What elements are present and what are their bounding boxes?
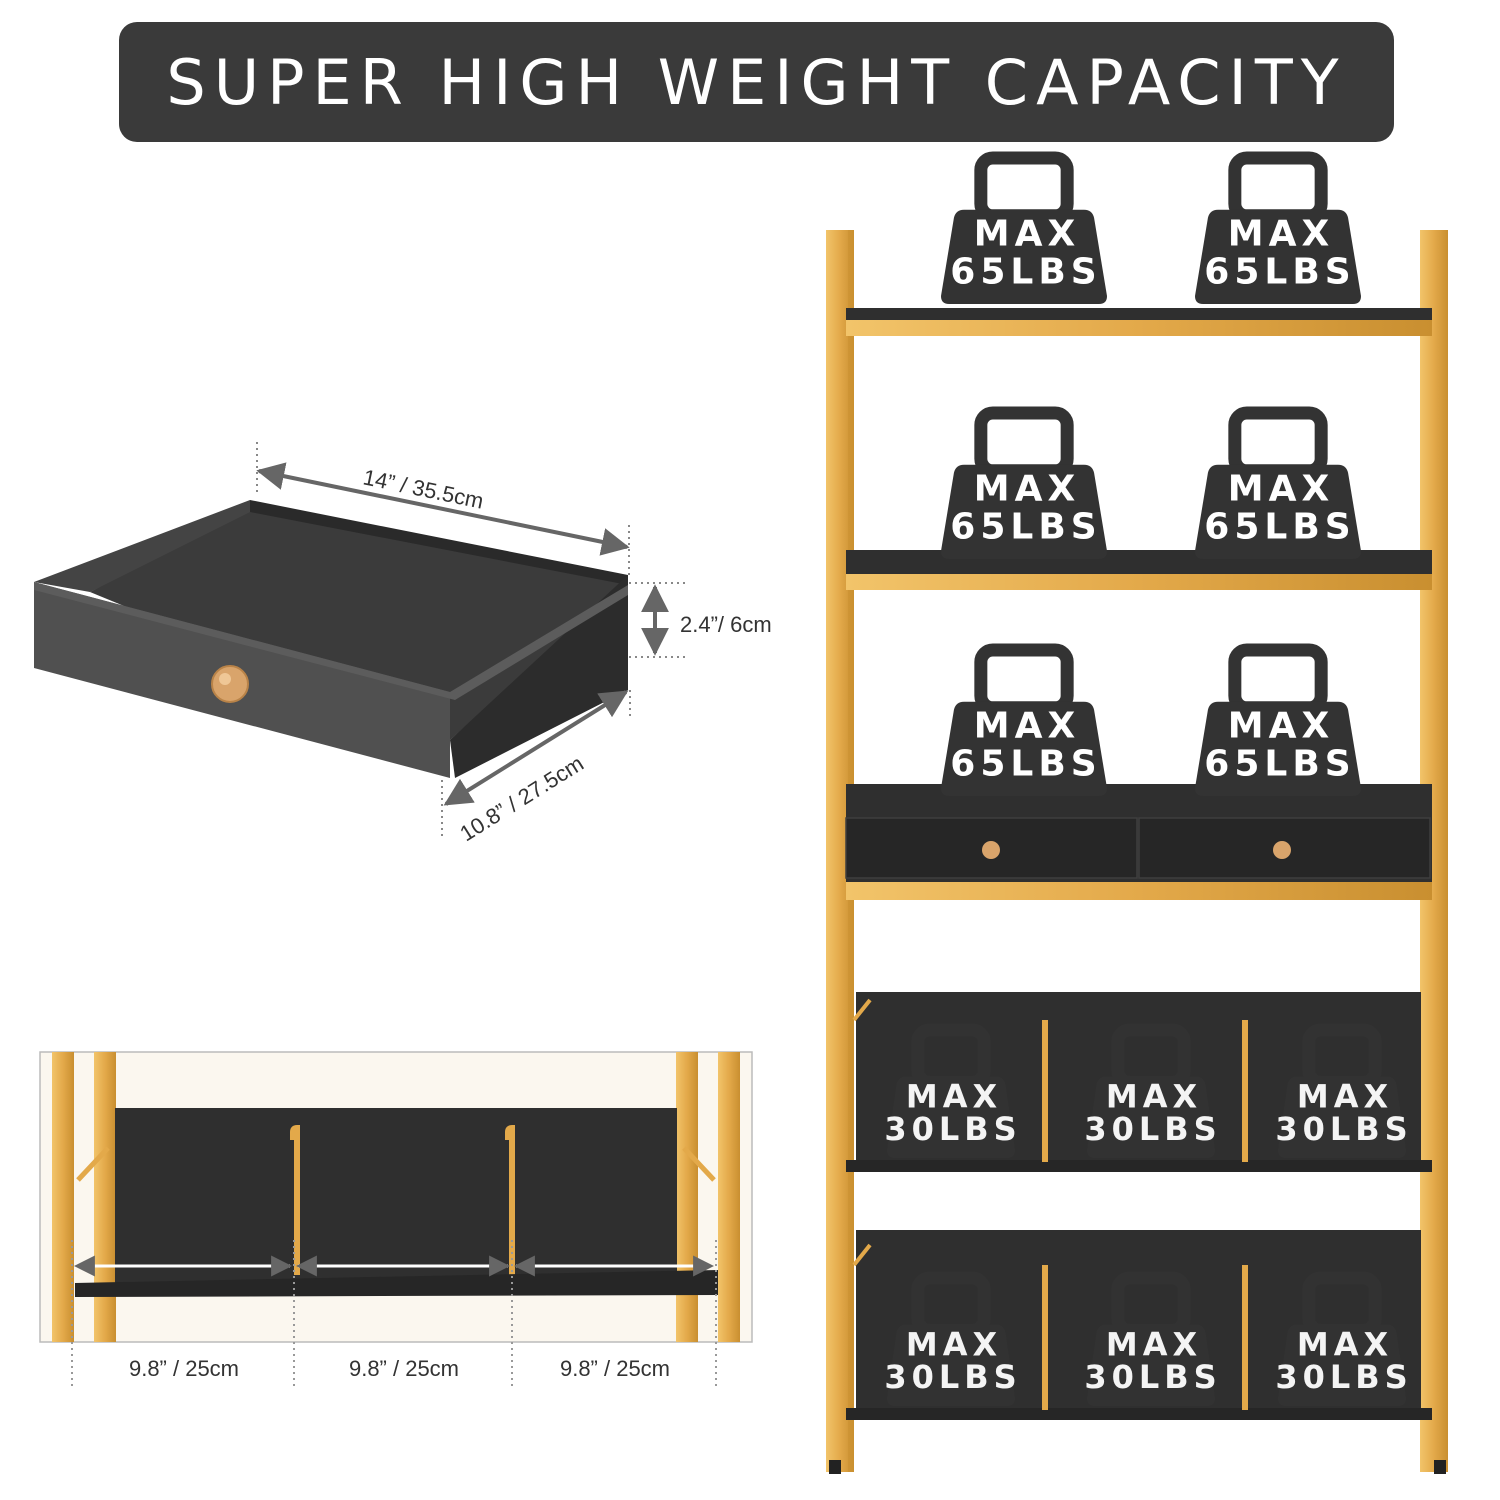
weight-icons: MAX65LBSMAX65LBSMAX65LBSMAX65LBSMAX65LBS… bbox=[884, 151, 1412, 1406]
weight-line1: MAX bbox=[1228, 706, 1334, 747]
drawer-knob-left bbox=[982, 841, 1000, 859]
drawer-knob-right bbox=[1273, 841, 1291, 859]
weight-line1: MAX bbox=[906, 1077, 1002, 1115]
banner-title: SUPER HIGH WEIGHT CAPACITY bbox=[166, 45, 1347, 119]
spacing-label-1: 9.8” / 25cm bbox=[129, 1356, 239, 1381]
weight-line2: 30LBS bbox=[1084, 1110, 1221, 1148]
title-banner: SUPER HIGH WEIGHT CAPACITY bbox=[119, 22, 1394, 142]
weight-line1: MAX bbox=[974, 214, 1080, 255]
weight-line2: 30LBS bbox=[884, 1358, 1021, 1396]
weight-line1: MAX bbox=[1228, 214, 1334, 255]
drawer-illustration bbox=[34, 500, 628, 778]
weight-line2: 30LBS bbox=[884, 1110, 1021, 1148]
spacing-label-2: 9.8” / 25cm bbox=[349, 1356, 459, 1381]
weight-line1: MAX bbox=[1228, 469, 1334, 510]
weight-line1: MAX bbox=[906, 1325, 1002, 1363]
depth-arrow bbox=[443, 690, 629, 806]
width-arrow bbox=[256, 462, 630, 556]
weight-line2: 30LBS bbox=[1275, 1110, 1412, 1148]
weight-line1: MAX bbox=[974, 706, 1080, 747]
weight-line2: 65LBS bbox=[1204, 506, 1355, 547]
spacing-label-3: 9.8” / 25cm bbox=[560, 1356, 670, 1381]
weight-line2: 30LBS bbox=[1084, 1358, 1221, 1396]
weight-line2: 65LBS bbox=[950, 251, 1101, 292]
weight-line2: 65LBS bbox=[950, 506, 1101, 547]
weight-line1: MAX bbox=[1106, 1077, 1202, 1115]
weight-line2: 30LBS bbox=[1275, 1358, 1412, 1396]
weight-line1: MAX bbox=[1106, 1325, 1202, 1363]
drawer-knob bbox=[211, 665, 249, 703]
weight-line1: MAX bbox=[1297, 1077, 1393, 1115]
weight-line2: 65LBS bbox=[950, 743, 1101, 784]
drawer-height-label: 2.4”/ 6cm bbox=[680, 612, 772, 637]
weight-line1: MAX bbox=[1297, 1325, 1393, 1363]
shelf-detail: 9.8” / 25cm 9.8” / 25cm 9.8” / 25cm bbox=[39, 1051, 753, 1390]
weight-line2: 65LBS bbox=[1204, 743, 1355, 784]
weight-line2: 65LBS bbox=[1204, 251, 1355, 292]
weight-line1: MAX bbox=[974, 469, 1080, 510]
